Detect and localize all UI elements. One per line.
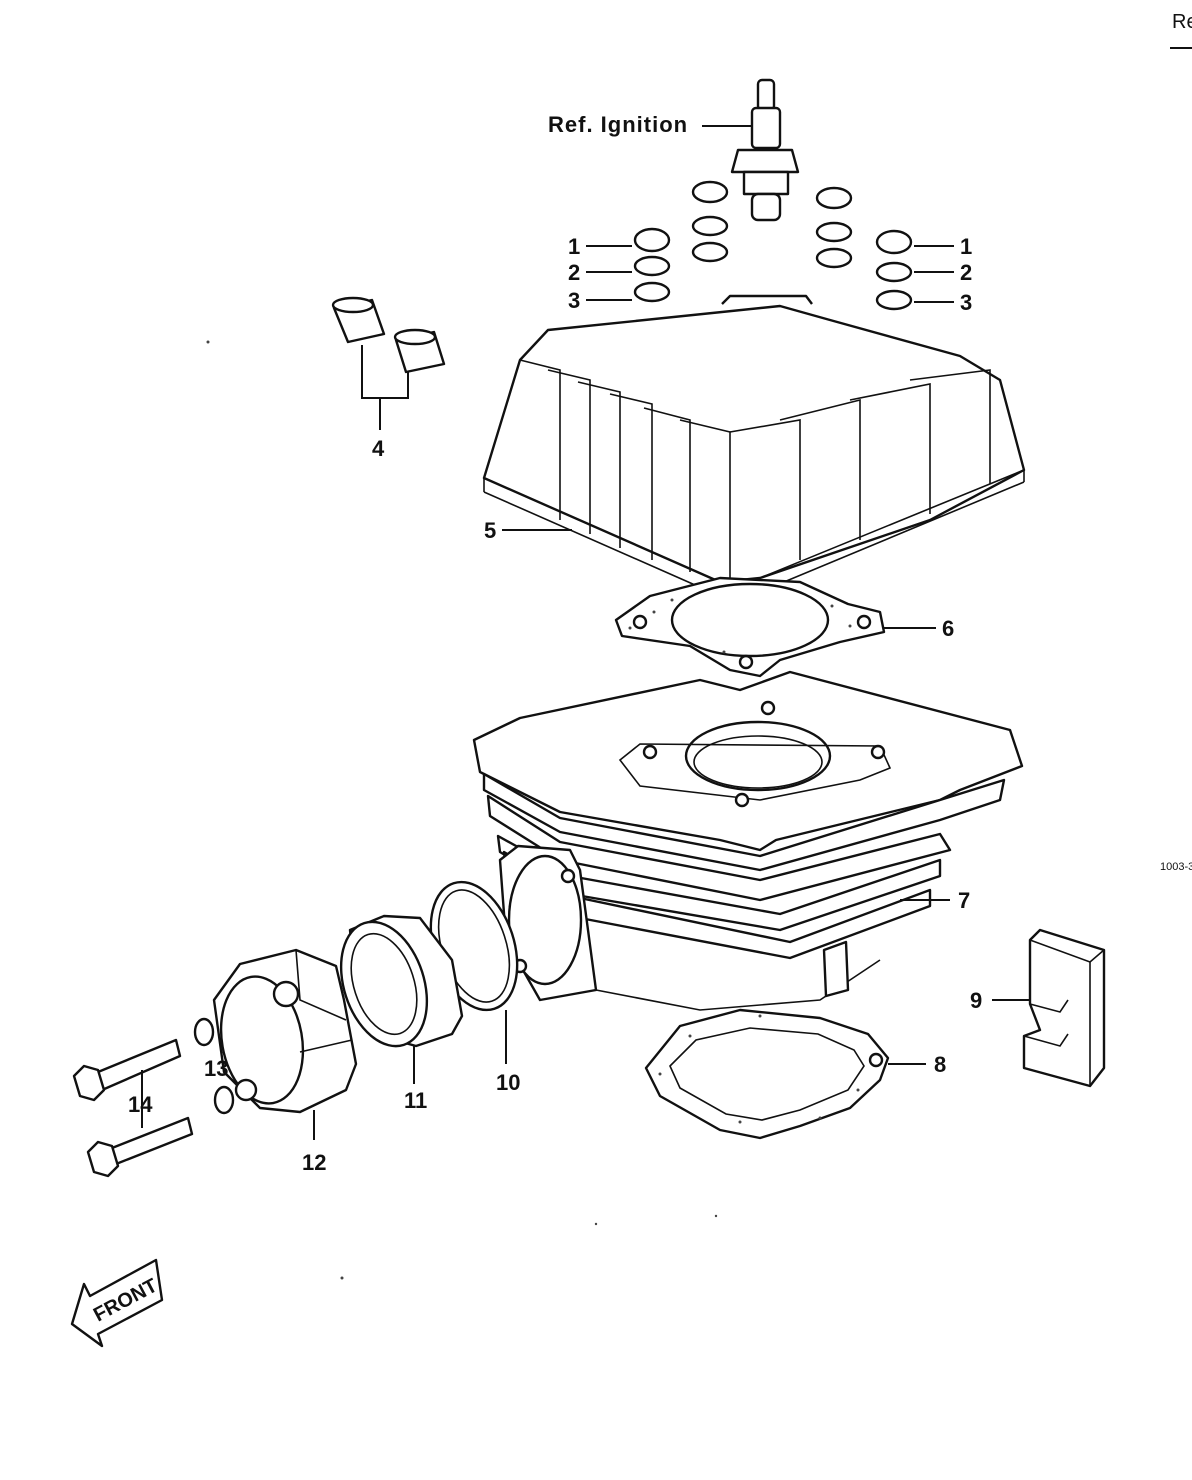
nut-washer-stack-center-left — [691, 180, 729, 263]
callout-3-right: 3 — [960, 290, 972, 315]
front-arrow: FRONT — [70, 1258, 164, 1348]
callout-11: 11 — [404, 1088, 427, 1113]
corner-text: Re — [1172, 11, 1192, 33]
callout-4: 4 — [372, 436, 385, 461]
callout-1-left: 1 — [568, 234, 580, 259]
callout-1-right: 1 — [960, 234, 972, 259]
nut-washer-stack-center-right — [815, 186, 853, 269]
washer-left — [633, 255, 671, 277]
callout-14: 14 — [128, 1092, 153, 1117]
cylinder — [472, 670, 1024, 1011]
nut-washer-stack-left — [633, 227, 671, 303]
bolt-washers — [193, 1017, 235, 1115]
callout-12: 12 — [302, 1150, 326, 1175]
bolts — [72, 1038, 194, 1178]
damper-block — [1022, 928, 1106, 1088]
washer-thick-left — [633, 281, 671, 303]
callout-10: 10 — [496, 1070, 520, 1095]
callout-9: 9 — [970, 988, 982, 1013]
side-code: 1003-3 — [1160, 861, 1192, 873]
print-specks — [206, 340, 718, 1280]
callout-6: 6 — [942, 616, 954, 641]
callout-8: 8 — [934, 1052, 946, 1077]
callout-13: 13 — [204, 1056, 228, 1081]
nut-washer-stack-right — [875, 229, 913, 311]
callout-2-left: 2 — [568, 260, 580, 285]
callout-5: 5 — [484, 518, 496, 543]
cylinder-head — [482, 294, 1026, 597]
callout-2-right: 2 — [960, 260, 972, 285]
callout-7: 7 — [958, 888, 970, 913]
spark-plug — [730, 78, 800, 222]
head-gasket — [614, 576, 886, 678]
cap-nut-left — [633, 227, 671, 253]
leader-4 — [361, 345, 409, 399]
dowel-pins — [331, 296, 446, 374]
cap-nut-right — [875, 229, 913, 255]
ref-ignition-label: Ref. Ignition — [548, 112, 688, 137]
intake-holder — [212, 948, 358, 1114]
callout-3-left: 3 — [568, 288, 580, 313]
intake-insulator — [339, 914, 464, 1048]
base-gasket — [644, 1008, 890, 1140]
washer-thick-right — [875, 289, 913, 311]
washer-right — [875, 261, 913, 283]
